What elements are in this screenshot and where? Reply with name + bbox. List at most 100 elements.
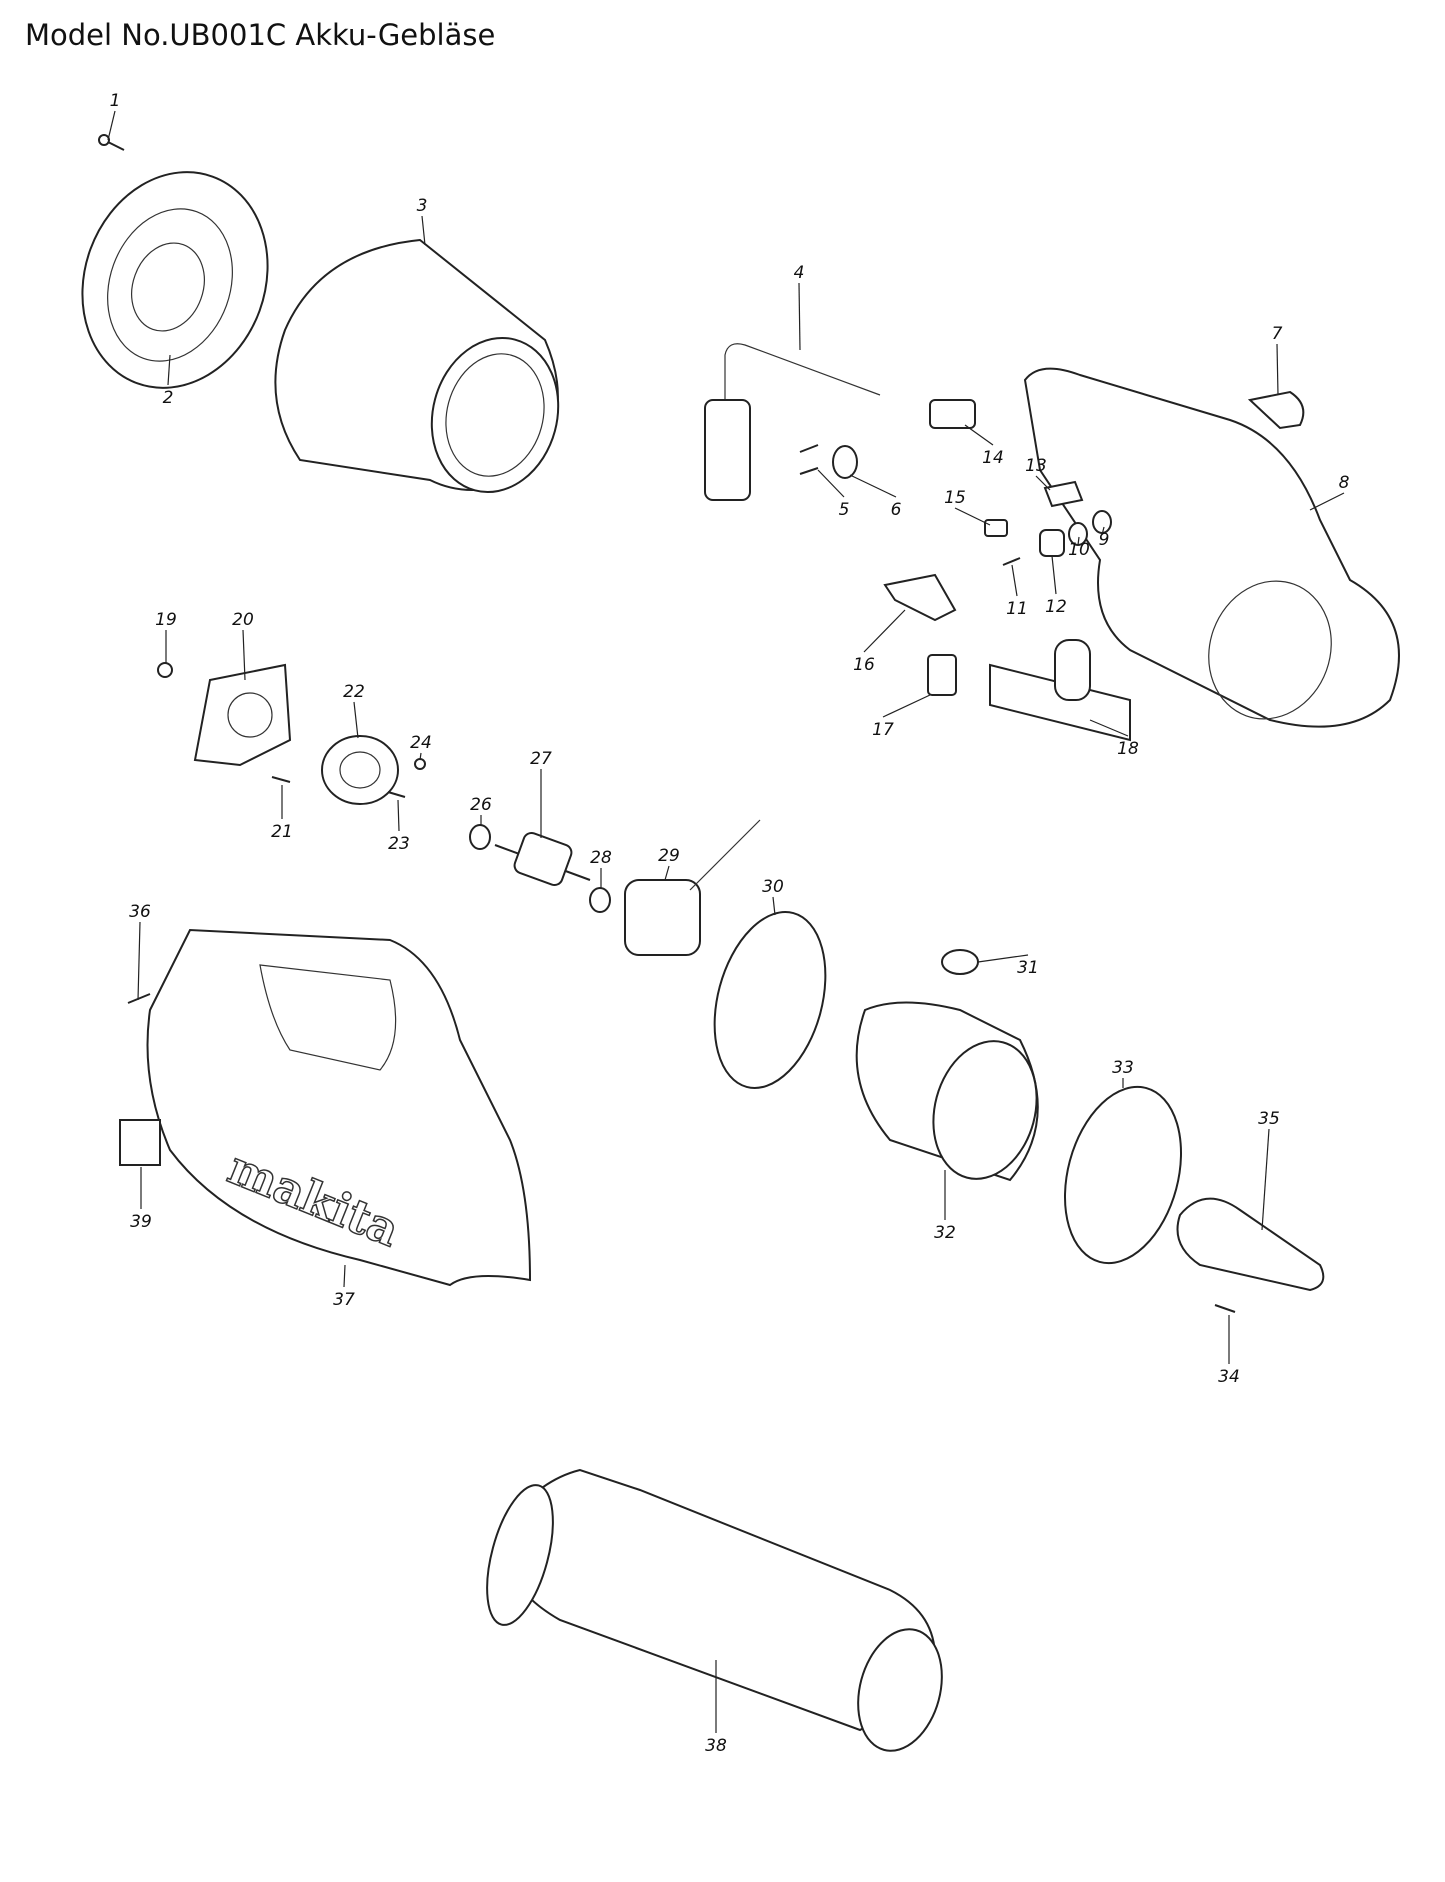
part-13-bracket	[1043, 480, 1084, 508]
part-label-28: 28	[590, 848, 612, 868]
part-18-controller	[989, 639, 1131, 742]
part-27-rotor	[494, 831, 591, 887]
part-label-7: 7	[1272, 324, 1283, 344]
part-label-18: 18	[1117, 739, 1139, 759]
leader-line-2	[167, 354, 171, 386]
leader-line-7	[1276, 343, 1279, 396]
part-label-24: 24	[410, 733, 432, 753]
part-39-label	[119, 1119, 161, 1166]
part-label-30: 30	[762, 877, 784, 897]
part-label-39: 39	[130, 1212, 152, 1232]
leader-line-23	[397, 799, 400, 832]
part-33-ring	[1063, 1085, 1183, 1265]
leader-line-6	[849, 474, 897, 498]
part-15-microswitch	[984, 519, 1008, 537]
part-label-13: 13	[1025, 456, 1047, 476]
part-label-15: 15	[944, 488, 966, 508]
part-6-clamp	[832, 445, 858, 479]
part-36-screw	[127, 993, 151, 1004]
part-label-26: 26	[470, 795, 492, 815]
part-28-bearing	[589, 887, 611, 913]
page-title: Model No.UB001C Akku-Gebläse	[25, 18, 496, 52]
part-label-27: 27	[530, 749, 552, 769]
leader-line-18	[1089, 719, 1129, 737]
leader-line-24	[419, 752, 422, 761]
part-37-housing-half: makita	[146, 928, 532, 1287]
leader-line-9	[1101, 526, 1105, 536]
part-23-screw	[387, 791, 406, 798]
part-7-lever	[1247, 390, 1305, 430]
leader-line-11	[1011, 564, 1018, 597]
part-label-31: 31	[1017, 958, 1039, 978]
part-24-washer	[414, 758, 426, 770]
part-label-1: 1	[110, 91, 121, 111]
part-label-8: 8	[1339, 473, 1350, 493]
part-label-6: 6	[891, 500, 902, 520]
part-17-lock	[927, 654, 957, 696]
leader-line-29	[664, 865, 670, 881]
leader-line-13	[1035, 475, 1051, 491]
leader-line-5	[817, 469, 845, 498]
part-14-switch	[929, 399, 976, 429]
part-12-knob	[1039, 529, 1065, 557]
leader-line-3	[421, 215, 426, 246]
leader-line-35	[1261, 1128, 1270, 1231]
leader-line-1	[107, 110, 116, 141]
leader-line-37	[343, 1264, 346, 1288]
part-label-17: 17	[872, 720, 894, 740]
leader-line-17	[882, 694, 931, 718]
part-32-motor-housing	[855, 1001, 1039, 1182]
part-8-housing-half	[1023, 367, 1400, 728]
part-label-21: 21	[271, 822, 293, 842]
part-1-screw	[98, 134, 125, 151]
part-5-screws	[799, 444, 819, 475]
part-30-ring	[713, 911, 827, 1089]
leader-line-22	[353, 701, 359, 739]
part-label-34: 34	[1218, 1367, 1240, 1387]
part-label-36: 36	[129, 902, 151, 922]
part-2-intake-cover	[81, 171, 269, 389]
part-label-20: 20	[232, 610, 254, 630]
leader-line-10	[1077, 536, 1080, 546]
leader-line-20	[242, 629, 246, 681]
part-label-38: 38	[705, 1736, 727, 1756]
part-label-32: 32	[934, 1223, 956, 1243]
part-label-22: 22	[343, 682, 365, 702]
part-label-19: 19	[155, 610, 177, 630]
leader-line-12	[1051, 555, 1057, 595]
part-16-trigger	[883, 573, 957, 622]
part-26-bearing	[469, 824, 491, 850]
leader-line-30	[772, 896, 776, 916]
part-19-nut	[157, 662, 173, 678]
part-11-screw	[1002, 557, 1021, 566]
part-34-screw	[1214, 1304, 1236, 1313]
part-label-4: 4	[794, 263, 805, 283]
part-label-12: 12	[1045, 597, 1067, 617]
leader-line-36	[137, 921, 141, 1001]
part-label-3: 3	[417, 196, 428, 216]
part-35-nozzle	[1176, 1197, 1325, 1292]
part-label-29: 29	[658, 846, 680, 866]
part-29-stator	[624, 819, 761, 956]
leader-line-31	[977, 954, 1029, 963]
leader-line-8	[1309, 492, 1345, 511]
part-20-fan	[193, 663, 292, 767]
leader-line-14	[964, 424, 994, 446]
part-label-14: 14	[982, 448, 1004, 468]
part-label-10: 10	[1068, 540, 1090, 560]
leader-line-16	[863, 609, 906, 653]
part-label-16: 16	[853, 655, 875, 675]
part-4-terminal	[704, 343, 881, 501]
part-38-blower-tube	[486, 1468, 943, 1752]
part-label-33: 33	[1112, 1058, 1134, 1078]
part-label-9: 9	[1099, 530, 1110, 550]
part-label-11: 11	[1006, 599, 1028, 619]
part-label-2: 2	[163, 388, 174, 408]
part-label-35: 35	[1258, 1109, 1280, 1129]
part-label-37: 37	[333, 1290, 355, 1310]
leader-line-4	[798, 282, 801, 351]
part-3-intake-housing	[274, 238, 560, 494]
part-22-fan-holder	[321, 735, 399, 805]
part-label-23: 23	[388, 834, 410, 854]
